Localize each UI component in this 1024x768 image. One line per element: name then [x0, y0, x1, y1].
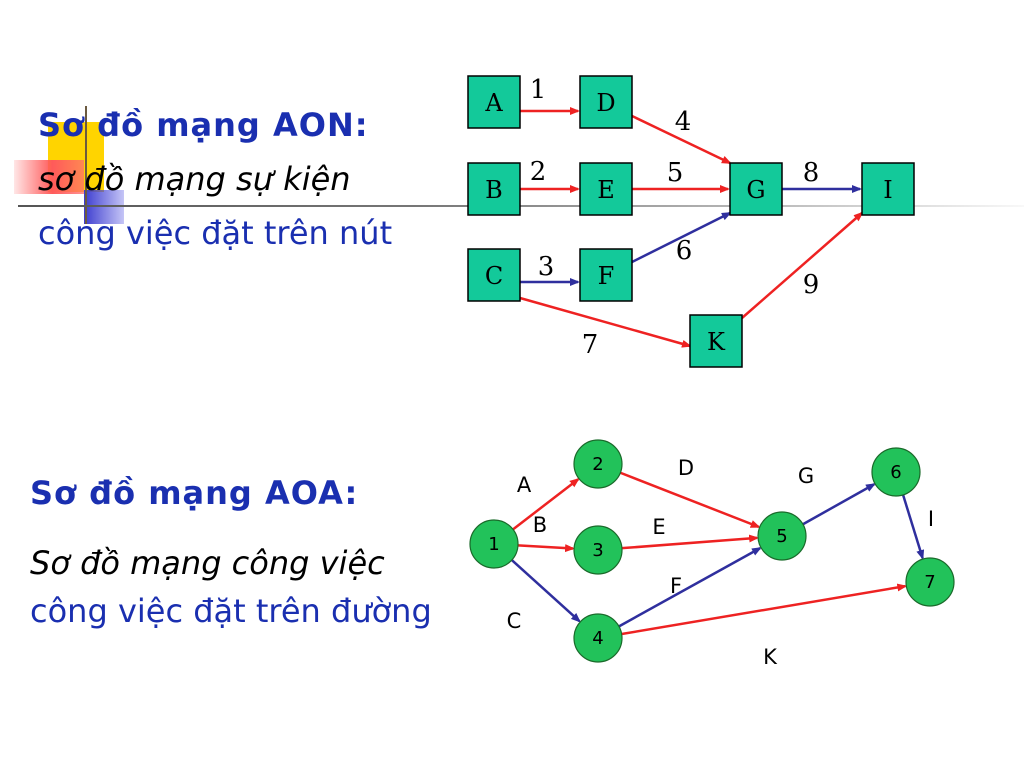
aoa-edge-1-3: [517, 544, 576, 553]
aoa-edge-2-5: [619, 471, 761, 529]
aoa-node-label: 7: [924, 572, 935, 593]
aon-node-B: B: [467, 162, 521, 216]
aoa-node-label: 5: [776, 526, 787, 547]
aoa-edge-label-1-2: A: [517, 473, 532, 497]
aon-nodes: A D B E G I C F K: [467, 75, 915, 368]
aon-description-line-2: công việc đặt trên nút: [38, 214, 393, 252]
aon-node-label: K: [707, 328, 726, 356]
aoa-node-circle: [573, 525, 623, 575]
aoa-edge-label-4-5: F: [670, 574, 682, 598]
aoa-node-circle: [469, 519, 519, 569]
aoa-node-circle: [905, 557, 955, 607]
aoa-node-4: 4: [573, 613, 623, 663]
aoa-node-1: 1: [469, 519, 519, 569]
aon-node-A: A: [467, 75, 521, 129]
aon-node-box: [579, 248, 633, 302]
aon-edge-C-K: [519, 296, 692, 348]
aoa-node-circle: [757, 511, 807, 561]
aoa-node-2: 2: [573, 439, 623, 489]
decor-horizontal-line: [18, 205, 1024, 207]
aoa-node-7: 7: [905, 557, 955, 607]
aoa-node-circle: [871, 447, 921, 497]
aoa-edge-4-5: [618, 547, 762, 628]
aon-node-C: C: [467, 248, 521, 302]
aoa-nodes: 1 2 3 4 5 6 7: [469, 439, 955, 663]
aon-edge-label-B-E: 2: [530, 157, 547, 187]
aon-edge-label-C-K: 7: [582, 330, 599, 360]
aon-node-box: [467, 75, 521, 129]
aoa-edge-5-6: [802, 483, 876, 526]
aon-edge-label-D-G: 4: [675, 107, 692, 137]
aon-edge-label-G-I: 8: [803, 158, 820, 188]
aoa-node-label: 1: [488, 534, 499, 555]
aon-edge-label-A-D: 1: [530, 75, 547, 105]
aoa-node-circle: [573, 613, 623, 663]
aon-node-label: C: [485, 262, 503, 290]
aon-node-label: G: [746, 176, 765, 204]
aoa-description-line-1: Sơ đồ mạng công việc: [30, 544, 385, 582]
aon-node-label: A: [484, 89, 503, 117]
aon-node-box: [689, 314, 743, 368]
aon-edge-label-C-F: 3: [538, 252, 555, 282]
decor-vertical-line: [85, 106, 87, 224]
aon-node-G: G: [729, 162, 783, 216]
aon-node-label: I: [883, 176, 892, 204]
aon-edge-D-G: [631, 114, 732, 165]
aoa-edge-label-6-7: I: [928, 507, 934, 531]
aon-node-D: D: [579, 75, 633, 129]
aon-node-box: [579, 162, 633, 216]
aon-node-F: F: [579, 248, 633, 302]
aoa-node-label: 2: [592, 454, 603, 475]
aoa-node-circle: [573, 439, 623, 489]
aon-edge-F-G: [631, 211, 732, 264]
aon-node-label: B: [485, 176, 503, 204]
aoa-edge-1-2: [512, 478, 580, 531]
aoa-node-3: 3: [573, 525, 623, 575]
aoa-edge-3-5: [621, 534, 760, 550]
aon-node-label: E: [597, 176, 615, 204]
aon-description-line-1: sơ đồ mạng sự kiện: [38, 160, 351, 198]
aoa-edges: AB C D E F G I K: [507, 456, 934, 669]
aoa-node-5: 5: [757, 511, 807, 561]
aon-edges: 1 2 3 4 5 6 7 8 9: [519, 75, 864, 360]
aon-node-K: K: [689, 314, 743, 368]
aon-node-box: [579, 75, 633, 129]
aoa-edge-label-2-5: D: [678, 456, 694, 480]
aon-title: Sơ đồ mạng AON:: [38, 106, 369, 144]
decor-red-block: [14, 160, 84, 194]
aon-edge-label-F-G: 6: [676, 236, 693, 266]
aon-node-E: E: [579, 162, 633, 216]
aoa-description-line-2: công việc đặt trên đường: [30, 592, 432, 630]
aoa-edge-4-7: [621, 583, 908, 636]
aon-node-box: [861, 162, 915, 216]
aoa-node-6: 6: [871, 447, 921, 497]
aon-node-label: D: [596, 89, 615, 117]
aon-edge-label-E-G: 5: [667, 158, 684, 188]
aoa-edge-label-3-5: E: [652, 515, 665, 539]
aon-node-label: F: [598, 262, 615, 290]
aoa-node-label: 6: [890, 462, 901, 483]
aon-node-I: I: [861, 162, 915, 216]
aon-node-box: [467, 162, 521, 216]
aoa-node-label: 4: [592, 628, 603, 649]
aoa-edge-6-7: [901, 494, 925, 561]
aoa-edge-label-4-7: K: [763, 645, 778, 669]
aoa-title: Sơ đồ mạng AOA:: [30, 474, 359, 512]
aoa-node-label: 3: [592, 540, 603, 561]
aon-node-box: [467, 248, 521, 302]
aon-edge-K-I: [741, 211, 864, 319]
aoa-edge-1-4: [510, 559, 581, 623]
aon-node-box: [729, 162, 783, 216]
aon-edge-label-K-I: 9: [803, 270, 820, 300]
aoa-edge-label-1-3: B: [533, 513, 547, 537]
aoa-edge-label-5-6: G: [798, 464, 814, 488]
decor-blue-block: [84, 190, 124, 224]
aoa-edge-label-1-4: C: [507, 609, 522, 633]
